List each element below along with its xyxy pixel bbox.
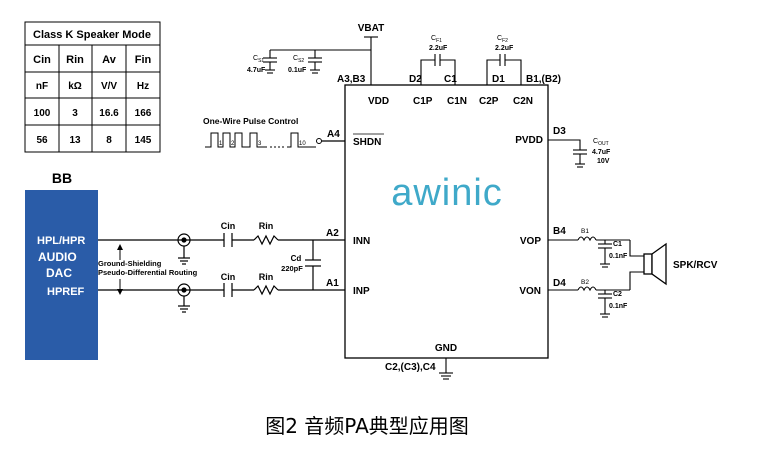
pin-c2p: C2P bbox=[479, 96, 499, 107]
cs1-value: 4.7uF bbox=[247, 67, 266, 74]
pin-c2n: C2N bbox=[513, 96, 533, 107]
ball-a2: A2 bbox=[326, 228, 339, 239]
bb-line-hpref: HPREF bbox=[47, 286, 85, 298]
bb-title: BB bbox=[52, 170, 72, 186]
pin-vdd: VDD bbox=[368, 96, 389, 107]
pulse-10: 10 bbox=[299, 141, 306, 147]
ball-d4: D4 bbox=[553, 278, 566, 289]
speaker-label: SPK/RCV bbox=[673, 260, 718, 271]
baseband-source-block: BB HPL/HPR AUDIO DAC HPREF bbox=[25, 170, 98, 360]
input-wiring bbox=[98, 233, 345, 313]
cd-label: Cd bbox=[291, 254, 302, 263]
pin-shdn: SHDN bbox=[353, 137, 381, 148]
cf1-value: 2.2uF bbox=[429, 45, 448, 52]
pin-inn: INN bbox=[353, 236, 370, 247]
cd-value: 220pF bbox=[281, 264, 303, 273]
ball-a4: A4 bbox=[327, 129, 340, 140]
c2-name: C2 bbox=[613, 291, 622, 298]
supply-wiring bbox=[263, 36, 522, 85]
c2-value: 0.1nF bbox=[609, 303, 628, 310]
gnd-wiring bbox=[439, 358, 453, 380]
pin-vop: VOP bbox=[520, 236, 541, 247]
ball-a1: A1 bbox=[326, 278, 339, 289]
pvdd-wiring bbox=[548, 139, 587, 168]
c1-value: 0.1nF bbox=[609, 253, 628, 260]
chip-brand: awinic bbox=[391, 172, 503, 214]
ball-b4: B4 bbox=[553, 226, 566, 237]
chip-body bbox=[344, 84, 549, 359]
rin-bottom-label: Rin bbox=[259, 272, 274, 282]
speaker-mode-table: Class K Speaker Mode Cin Rin Av Fin nF k… bbox=[24, 21, 161, 153]
table-cell: 100 bbox=[34, 108, 51, 119]
cout-rating: 10V bbox=[597, 158, 610, 165]
ball-d3: D3 bbox=[553, 126, 566, 137]
cs2-value: 0.1uF bbox=[288, 67, 307, 74]
bb-line-audio: AUDIO bbox=[38, 250, 77, 264]
table-unit-cin: nF bbox=[36, 81, 48, 92]
routing-note-line2: Pseudo-Differential Routing bbox=[98, 268, 198, 277]
ball-b1b2: B1,(B2) bbox=[526, 74, 561, 85]
table-cell: 166 bbox=[135, 108, 152, 119]
cout-name: COUT bbox=[593, 138, 609, 147]
pulse-1: 1 bbox=[219, 141, 223, 147]
bb-line-dac: DAC bbox=[46, 266, 72, 280]
routing-note: Ground-Shielding Pseudo-Differential Rou… bbox=[98, 244, 198, 295]
table-header-av: Av bbox=[102, 54, 117, 66]
table-header-cin: Cin bbox=[33, 54, 51, 66]
bb-line-hpl: HPL/HPR bbox=[37, 235, 85, 247]
bb-box bbox=[25, 190, 98, 360]
pulse-2: 2 bbox=[231, 141, 235, 147]
ball-d1: D1 bbox=[492, 74, 505, 85]
pin-c1n: C1N bbox=[447, 96, 467, 107]
c1-name: C1 bbox=[613, 241, 622, 248]
ball-a3b3: A3,B3 bbox=[337, 74, 366, 85]
pin-von: VON bbox=[519, 286, 541, 297]
cf1-name: CF1 bbox=[431, 35, 442, 44]
pin-inp: INP bbox=[353, 286, 370, 297]
pulse-3: 3 bbox=[258, 141, 262, 147]
table-unit-av: V/V bbox=[101, 81, 117, 92]
b2-label: B2 bbox=[581, 279, 589, 286]
table-cell: 3 bbox=[72, 108, 78, 119]
pa-chip: awinic VDD C1P C1N C2P C2N SHDN INN INP … bbox=[344, 84, 549, 359]
table-header-rin: Rin bbox=[66, 54, 84, 66]
table-unit-fin: Hz bbox=[137, 81, 149, 92]
pin-c1p: C1P bbox=[413, 96, 433, 107]
table-cell: 8 bbox=[106, 135, 112, 146]
b1-label: B1 bbox=[581, 228, 589, 235]
ball-d2: D2 bbox=[409, 74, 422, 85]
cout-value: 4.7uF bbox=[592, 149, 611, 156]
cin-top-label: Cin bbox=[221, 221, 236, 231]
table-header-fin: Fin bbox=[135, 54, 152, 66]
table-title: Class K Speaker Mode bbox=[33, 29, 151, 41]
table-cell: 56 bbox=[36, 135, 48, 146]
cs1-name: CS1 bbox=[253, 55, 264, 64]
cs2-name: CS2 bbox=[293, 55, 304, 64]
table-cell: 145 bbox=[135, 135, 152, 146]
ball-c1: C1 bbox=[444, 74, 457, 85]
speaker-icon bbox=[643, 242, 667, 286]
pin-pvdd: PVDD bbox=[515, 135, 543, 146]
one-wire-label: One-Wire Pulse Control bbox=[203, 116, 298, 126]
table-cell: 13 bbox=[69, 135, 81, 146]
output-wiring bbox=[548, 236, 644, 318]
table-cell: 16.6 bbox=[99, 108, 119, 119]
routing-note-line1: Ground-Shielding bbox=[98, 259, 162, 268]
rin-top-label: Rin bbox=[259, 221, 274, 231]
pin-gnd: GND bbox=[435, 343, 457, 354]
cin-bottom-label: Cin bbox=[221, 272, 236, 282]
vbat-label: VBAT bbox=[358, 23, 384, 34]
table-unit-rin: kΩ bbox=[68, 81, 82, 92]
pulse-train bbox=[205, 132, 267, 148]
ball-gnd: C2,(C3),C4 bbox=[385, 362, 436, 373]
figure-caption: 图2 音频PA典型应用图 bbox=[265, 414, 469, 438]
cf2-name: CF2 bbox=[497, 35, 508, 44]
one-wire-control: One-Wire Pulse Control 1 2 3 10 A4 bbox=[203, 116, 345, 148]
cf2-value: 2.2uF bbox=[495, 45, 514, 52]
